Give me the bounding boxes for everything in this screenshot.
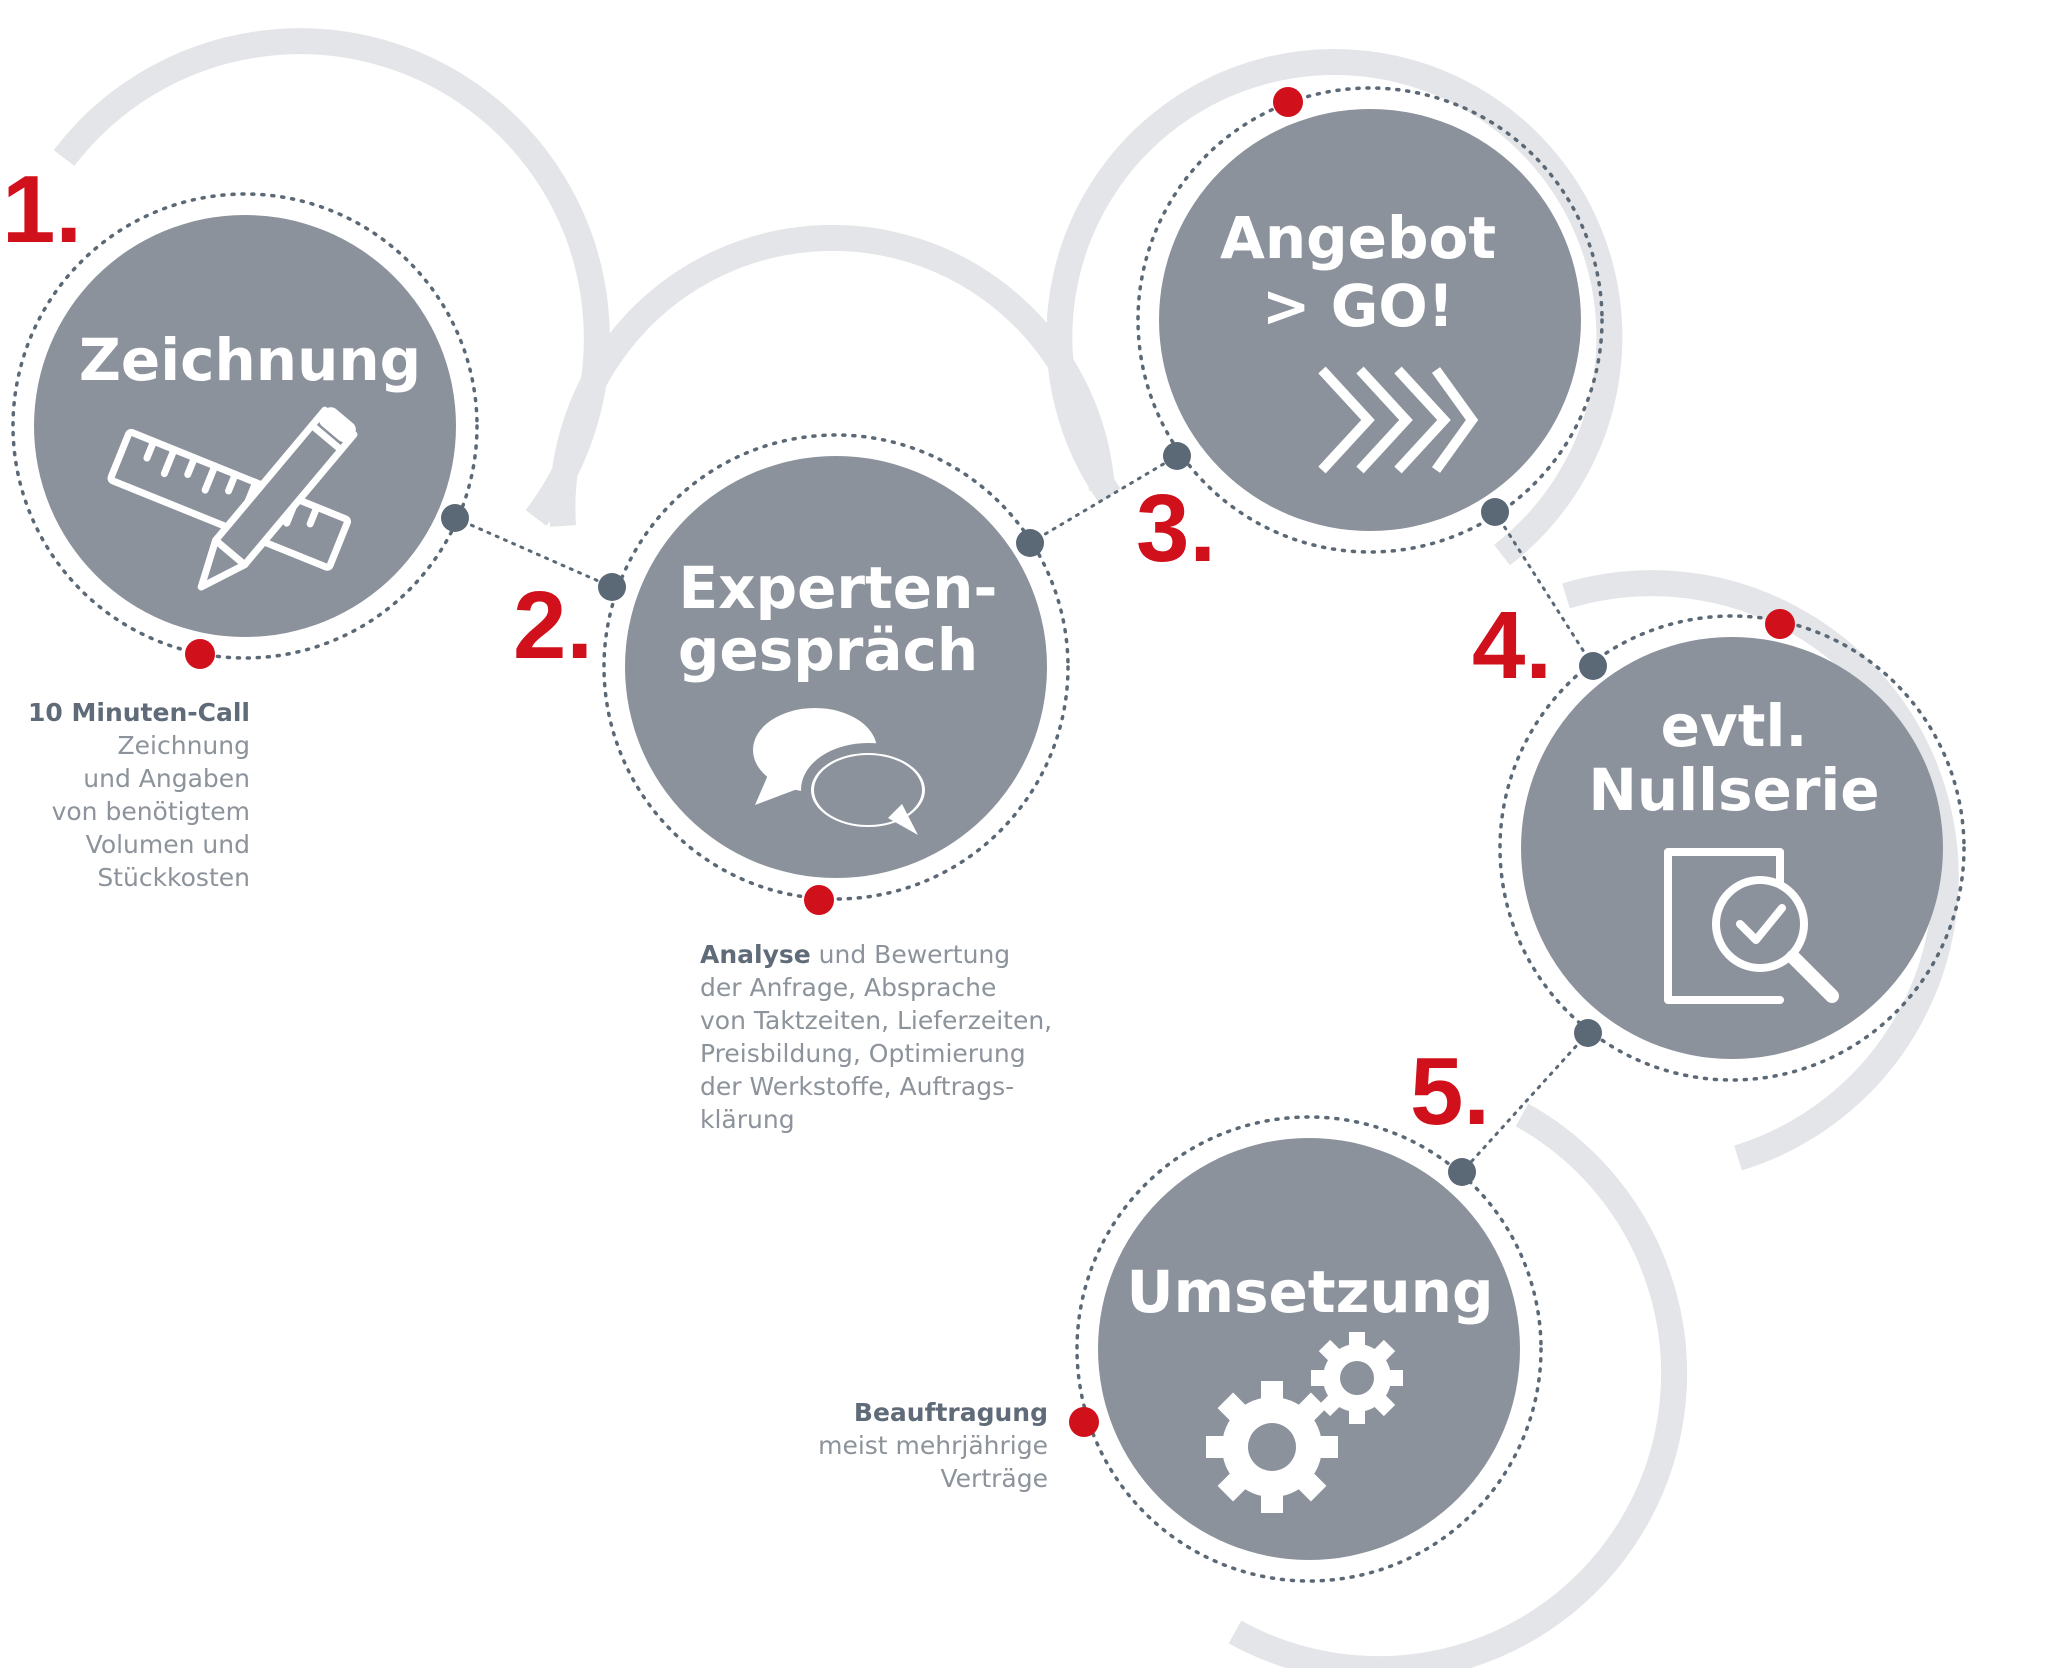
red-dot-1: [185, 639, 215, 669]
step-2-description: Analyse und Bewertung der Anfrage, Abspr…: [700, 938, 1120, 1136]
connector-3-4: [1493, 510, 1595, 668]
step-3-number: 3.: [1136, 475, 1216, 582]
step-2-title-line-1: Experten-: [679, 554, 998, 622]
speech-bubbles-icon: [753, 708, 935, 837]
step-5-description: Beauftragung meist mehrjährige Verträge: [760, 1396, 1048, 1495]
step-2-description-line: von Taktzeiten, Lieferzeiten,: [700, 1006, 1053, 1035]
node-3-out: [1481, 498, 1509, 526]
step-3-title-line-1: Angebot: [1220, 204, 1496, 272]
node-4-out: [1574, 1019, 1602, 1047]
red-dot-5: [1069, 1407, 1099, 1437]
step-circles: [11, 86, 1966, 1583]
step-5-circle: [1075, 1115, 1543, 1583]
connector-2-3: [1028, 454, 1179, 545]
step-1-description-line: Volumen und: [85, 830, 250, 859]
node-2-out: [1016, 529, 1044, 557]
step-2-description-line: Preisbildung, Optimierung: [700, 1039, 1026, 1068]
red-dot-2: [804, 885, 834, 915]
node-2-in: [598, 573, 626, 601]
node-4-in: [1579, 652, 1607, 680]
step-5-description-bold: Beauftragung: [853, 1398, 1048, 1427]
red-dot-3: [1273, 87, 1303, 117]
step-1-description-line: und Angaben: [83, 764, 250, 793]
connector-nodes: [441, 442, 1607, 1186]
node-5-in: [1448, 1158, 1476, 1186]
step-2-description-first-line: Analyse und Bewertung: [700, 940, 1011, 969]
ruler-pencil-icon: [107, 406, 358, 591]
step-1-number: 1.: [2, 156, 82, 263]
step-3-title-line-2: > GO!: [1262, 272, 1454, 340]
step-2-description-line: klärung: [700, 1105, 795, 1134]
step-3-circle: [1136, 86, 1604, 554]
step-5-number: 5.: [1410, 1038, 1490, 1145]
step-2-description-line: der Werkstoffe, Auftrags-: [700, 1072, 1015, 1101]
connector-1-2: [453, 516, 614, 589]
step-titles: Zeichnung Experten- gespräch Angebot > G…: [79, 204, 1880, 1326]
node-3-in: [1163, 442, 1191, 470]
step-1-description-line: Stückkosten: [97, 863, 250, 892]
step-2-number: 2.: [513, 572, 593, 679]
step-1-description-line: von benötigtem: [51, 797, 250, 826]
step-numbers: 1. 2. 3. 4. 5.: [2, 156, 1552, 1145]
connector-4-5: [1460, 1031, 1590, 1174]
step-4-title-line-2: Nullserie: [1588, 756, 1879, 824]
step-2-description-line: der Anfrage, Absprache: [700, 973, 997, 1002]
background-arc-5: [1228, 1103, 1688, 1668]
step-4-title-line-1: evtl.: [1661, 692, 1808, 760]
step-2-circle: [602, 433, 1070, 901]
step-2-title-line-2: gespräch: [678, 616, 978, 684]
step-1-description-bold: 10 Minuten-Call: [28, 698, 250, 727]
step-4-number: 4.: [1472, 592, 1552, 699]
step-5-description-line: meist mehrjährige: [818, 1431, 1048, 1460]
step-1-description: 10 Minuten-Call Zeichnung und Angaben vo…: [20, 696, 250, 894]
step-1-description-line: Zeichnung: [117, 731, 250, 760]
step-5-description-line: Verträge: [940, 1464, 1048, 1493]
step-1-title: Zeichnung: [79, 326, 421, 394]
connector-lines: [453, 454, 1595, 1174]
red-dot-4: [1765, 609, 1795, 639]
chevrons-right-icon: [1318, 366, 1479, 474]
accent-dots: [185, 87, 1795, 1437]
gears-icon: [1206, 1332, 1403, 1513]
background-arcs: [53, 28, 1959, 1668]
document-magnifier-check-icon: [1664, 848, 1839, 1004]
step-1-circle: [11, 192, 479, 660]
step-5-title: Umsetzung: [1127, 1258, 1494, 1326]
background-arc-3: [1046, 49, 1623, 566]
node-1-out: [441, 504, 469, 532]
